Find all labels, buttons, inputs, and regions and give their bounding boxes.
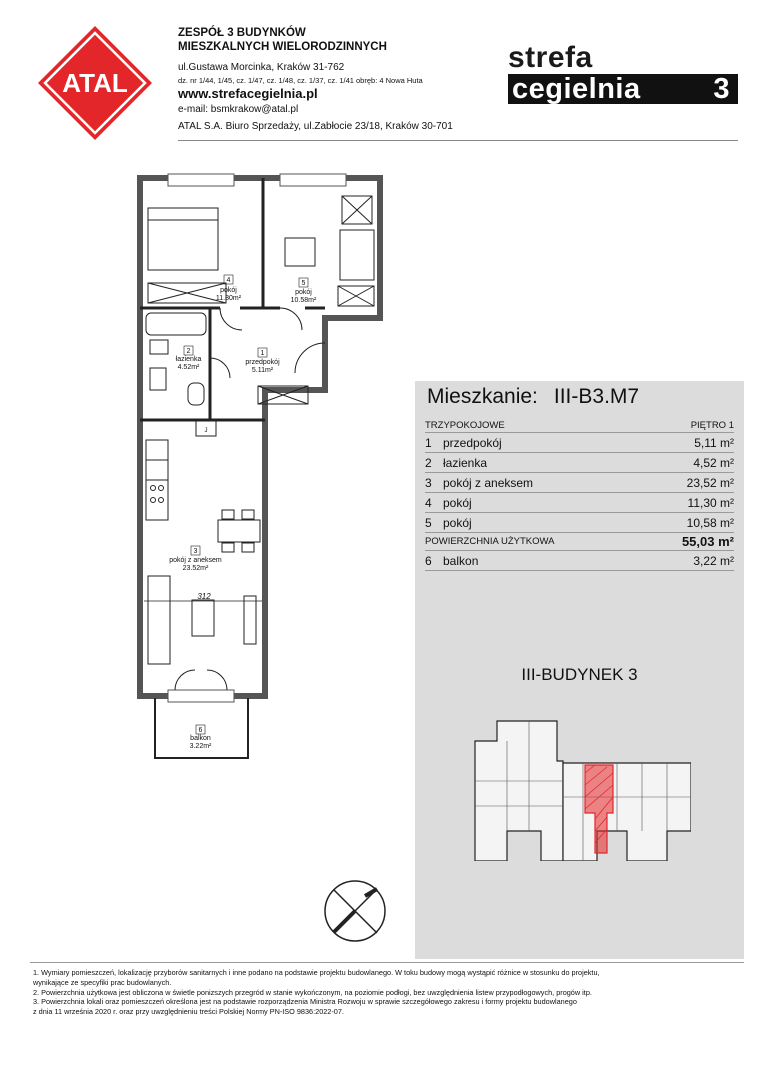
row-num: 3 (425, 475, 432, 490)
row-num: 4 (425, 495, 432, 510)
building-key-plan (474, 720, 691, 861)
room-3-label: 3 pokój z aneksem 23.52m² (169, 545, 222, 572)
brand-number: 3 (713, 73, 730, 105)
row-area: 3,22 m² (693, 553, 734, 568)
room-2-label: 2 łazienka 4.52m² (176, 345, 202, 371)
website-link[interactable]: www.strefacegielnia.pl (178, 86, 318, 101)
apartment-info-panel: Mieszkanie: III-B3.M7 TRZYPOKOJOWE PIĘTRO… (415, 381, 744, 959)
svg-text:4.52m²: 4.52m² (178, 364, 200, 371)
brand-word: cegielnia (512, 73, 641, 105)
sales-office: ATAL S.A. Biuro Sprzedaży, ul.Zabłocie 2… (178, 121, 453, 132)
row-num: 2 (425, 455, 432, 470)
email-link[interactable]: e-mail: bsmkrakow@atal.pl (178, 104, 299, 115)
note-line: 1. Wymiary pomieszczeń, lokalizację przy… (33, 968, 600, 977)
apartment-title: Mieszkanie: III-B3.M7 (427, 385, 639, 409)
note-line: z dnia 11 września 2020 r. oraz przy uwz… (33, 1007, 344, 1017)
table-row: 5 pokój 10,58 m² (425, 513, 734, 533)
table-header-row: TRZYPOKOJOWE PIĘTRO 1 (425, 419, 734, 433)
row-name: pokój (443, 495, 472, 510)
svg-text:23.52m²: 23.52m² (183, 565, 209, 572)
svg-text:11.30m²: 11.30m² (216, 295, 242, 302)
row-area: 11,30 m² (687, 495, 734, 510)
room-table: TRZYPOKOJOWE PIĘTRO 1 1 przedpokój 5,11 … (425, 419, 734, 571)
svg-text:1: 1 (261, 350, 265, 357)
project-title-line1: ZESPÓŁ 3 BUDYNKÓW (178, 27, 306, 39)
row-num: 6 (425, 553, 432, 568)
svg-text:pokój: pokój (220, 287, 237, 294)
total-area-value: 55,03 m² (681, 534, 734, 549)
svg-text:10.58m²: 10.58m² (291, 297, 317, 304)
apartment-code: III-B3.M7 (553, 385, 640, 408)
logo-text: ATAL (62, 68, 128, 98)
footer-divider (30, 962, 744, 963)
room-1-label: 1 przedpokój 5.11m² (245, 347, 280, 374)
brand-line1: strefa (508, 41, 593, 74)
row-num: 1 (425, 435, 432, 450)
room-6-label: 6 balkon 3.22m² (190, 724, 212, 750)
apartment-type: TRZYPOKOJOWE (425, 420, 505, 431)
brand-line2: cegielnia 3 (508, 74, 738, 104)
row-name: pokój z aneksem (443, 475, 534, 490)
row-area: 4,52 m² (693, 455, 734, 470)
svg-text:pokój z aneksem: pokój z aneksem (169, 557, 222, 564)
row-num: 5 (425, 515, 432, 530)
floor-label: PIĘTRO 1 (690, 420, 734, 431)
svg-text:5: 5 (302, 280, 306, 287)
svg-text:3: 3 (194, 548, 198, 555)
row-area: 5,11 m² (694, 435, 734, 450)
highlighted-apartment (584, 764, 614, 854)
project-title-line2: MIESZKALNYCH WIELORODZINNYCH (178, 41, 387, 53)
row-name: balkon (443, 553, 479, 568)
floor-plan: 4 pokój 11.30m² 5 pokój 10.58m² 2 łazien… (137, 173, 383, 759)
svg-text:6: 6 (199, 727, 203, 734)
total-area-row: POWIERZCHNIA UŻYTKOWA 55,03 m² (425, 533, 734, 551)
row-name: łazienka (443, 455, 488, 470)
header-divider (178, 140, 738, 141)
row-name: pokój (443, 515, 472, 530)
table-row: 1 przedpokój 5,11 m² (425, 433, 734, 453)
room-5-label: 5 pokój 10.58m² (291, 277, 317, 304)
note-line: wynikające ze specyfiki prac budowlanych… (33, 977, 172, 987)
row-name: przedpokój (443, 435, 502, 450)
compass-icon (324, 880, 386, 942)
balcony-row: 6 balkon 3,22 m² (425, 551, 734, 571)
apartment-label: Mieszkanie: (427, 385, 538, 408)
table-row: 4 pokój 11,30 m² (425, 493, 734, 513)
note-line: 2. Powierzchnia użytkowa jest obliczona … (33, 987, 592, 997)
room-4-label: 4 pokój 11.30m² (216, 274, 242, 302)
row-area: 23,52 m² (686, 475, 734, 490)
kitchen-j-label: J (205, 428, 208, 434)
project-title: ZESPÓŁ 3 BUDYNKÓW MIESZKALNYCH WIELORODZ… (178, 26, 387, 54)
address: ul.Gustawa Morcinka, Kraków 31-762 (178, 62, 345, 73)
svg-text:balkon: balkon (190, 735, 211, 742)
svg-text:5.11m²: 5.11m² (252, 367, 274, 374)
svg-text:przedpokój: przedpokój (245, 359, 280, 366)
building-name: III-BUDYNEK 3 (521, 665, 638, 684)
svg-text:2: 2 (187, 348, 191, 355)
svg-text:pokój: pokój (295, 289, 312, 296)
table-row: 2 łazienka 4,52 m² (425, 453, 734, 473)
table-row: 3 pokój z aneksem 23,52 m² (425, 473, 734, 493)
strefa-cegielnia-brand: strefa cegielnia 3 (508, 41, 738, 104)
note-line: 3. Powierzchnia lokali oraz pomieszczeń … (33, 997, 577, 1007)
svg-text:łazienka: łazienka (176, 356, 202, 363)
footnotes: 1. Wymiary pomieszczeń, lokalizację przy… (33, 968, 733, 1017)
atal-logo: ATAL (38, 26, 152, 140)
svg-text:4: 4 (227, 277, 231, 284)
plot-numbers: dz. nr 1/44, 1/45, cz. 1/47, cz. 1/48, c… (178, 76, 423, 85)
dimension-label: 312 (197, 592, 211, 601)
svg-text:3.22m²: 3.22m² (190, 743, 212, 750)
total-area-label: POWIERZCHNIA UŻYTKOWA (425, 536, 555, 547)
row-area: 10,58 m² (686, 515, 734, 530)
